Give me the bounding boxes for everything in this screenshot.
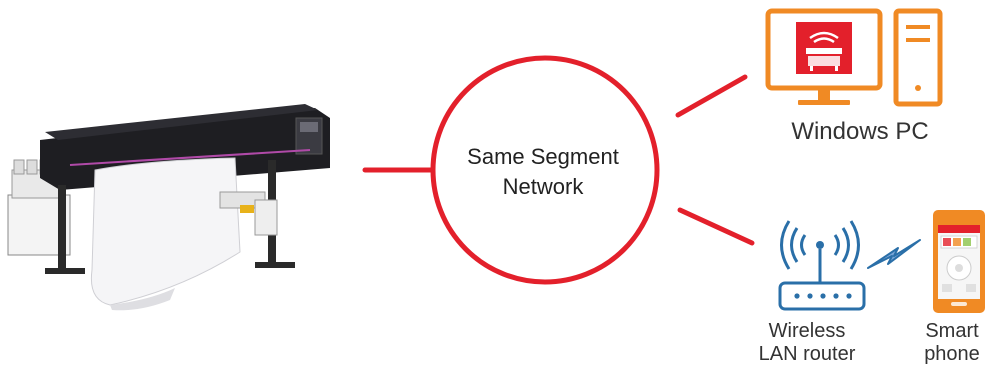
large-format-printer-image — [7, 104, 330, 311]
phone-label: Smart phone — [912, 320, 992, 366]
hub-circle — [430, 55, 660, 285]
router-label: Wireless LAN router — [752, 320, 862, 366]
phone-label-line-1: Smart — [925, 320, 979, 342]
connector-router — [677, 207, 755, 246]
wifi-router-icon — [778, 220, 866, 311]
router-label-line-2: LAN router — [758, 343, 856, 365]
phone-label-line-2: phone — [924, 343, 980, 365]
hub-label-line-2: Network — [502, 174, 584, 199]
hub-label: Same Segment Network — [443, 142, 643, 202]
hub-label-line-1: Same Segment — [467, 144, 619, 169]
pc-tower-icon — [893, 8, 943, 107]
lightning-icon — [867, 239, 921, 269]
smartphone-icon — [933, 210, 985, 313]
connector-pc — [675, 74, 748, 118]
pc-label: Windows PC — [791, 118, 929, 145]
monitor-icon — [765, 8, 883, 105]
router-label-line-1: Wireless — [768, 320, 846, 342]
